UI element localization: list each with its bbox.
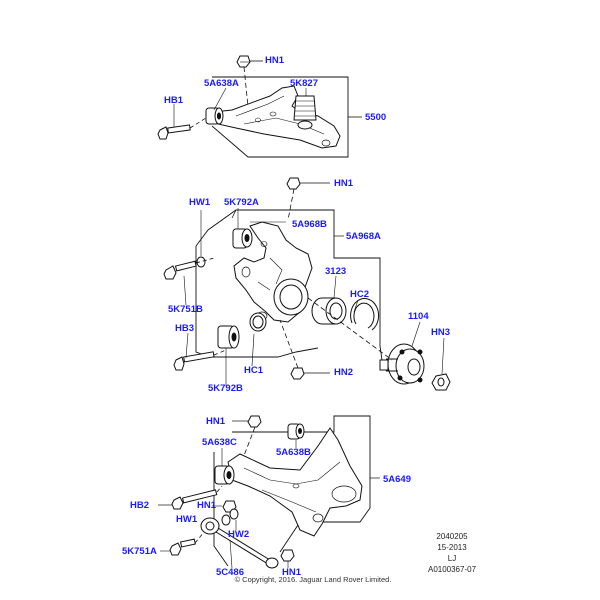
- callout-hb3[interactable]: HB3: [175, 323, 195, 334]
- circlip-hc2: [350, 298, 380, 331]
- bushing-5a638b: [287, 423, 305, 440]
- callout-5500[interactable]: 5500: [365, 112, 387, 123]
- callout-5a638c[interactable]: 5A638C: [202, 437, 237, 448]
- callout-hn2[interactable]: HN2: [334, 367, 354, 378]
- callout-3123[interactable]: 3123: [325, 266, 347, 277]
- bolt-hb1: [157, 124, 191, 140]
- callout-5k827[interactable]: 5K827: [290, 78, 318, 89]
- nut-hn1-bottom: [280, 549, 295, 562]
- nut-hn3: [431, 373, 451, 391]
- bolt-5k751b: [163, 260, 197, 280]
- bolt-hb2: [171, 489, 218, 510]
- group-bracket-5a968a: [195, 209, 383, 361]
- callout-hw1-mid[interactable]: HW1: [189, 197, 211, 208]
- callout-hw1-low[interactable]: HW1: [176, 514, 198, 525]
- bushing-5a638c: [214, 465, 235, 485]
- callout-hn1-bottom[interactable]: HN1: [282, 567, 302, 578]
- link-5c486: [200, 517, 279, 569]
- callout-hb1[interactable]: HB1: [164, 95, 184, 106]
- callout-5k751b[interactable]: 5K751B: [168, 304, 203, 315]
- callout-hn3[interactable]: HN3: [431, 327, 451, 338]
- washer-hw1-mid: [196, 256, 206, 268]
- callout-hn1-low2[interactable]: HN1: [197, 500, 217, 511]
- lower-arm-group: [158, 415, 380, 569]
- ref-line-3: LJ: [447, 554, 457, 563]
- callout-5c486[interactable]: 5C486: [216, 567, 244, 578]
- upper-arm-group: [157, 55, 362, 158]
- circlip-hc1: [249, 312, 267, 332]
- callout-5k792b[interactable]: 5K792B: [208, 383, 243, 394]
- callout-5a649[interactable]: 5A649: [383, 474, 411, 485]
- bolt-5k751a: [169, 538, 196, 556]
- callout-hb2[interactable]: HB2: [130, 500, 150, 511]
- callout-5k792a[interactable]: 5K792A: [224, 197, 259, 208]
- ref-line-4: A0100367-07: [427, 565, 477, 574]
- washer-hw2: [229, 508, 239, 520]
- callout-5a638a[interactable]: 5A638A: [204, 78, 239, 89]
- callout-5a968b[interactable]: 5A968B: [292, 219, 327, 230]
- nut-hn1-top: [236, 55, 251, 68]
- bushing-5a638a: [205, 107, 224, 125]
- bearing-3123: [311, 297, 347, 325]
- washer-hw1-low: [221, 514, 231, 526]
- callout-hc1[interactable]: HC1: [244, 365, 264, 376]
- ref-line-1: 2040205: [436, 532, 468, 541]
- callout-5k751a[interactable]: 5K751A: [122, 546, 157, 557]
- lower-control-arm-5a649: [227, 427, 363, 537]
- bushing-5k792a: [232, 228, 253, 249]
- bolt-hb3: [173, 351, 215, 371]
- upper-control-arm-5500: [213, 85, 341, 149]
- callout-5a968a[interactable]: 5A968A: [346, 231, 381, 242]
- callout-5a638b[interactable]: 5A638B: [276, 447, 311, 458]
- callout-hn1-top[interactable]: HN1: [265, 55, 285, 66]
- nut-hn2: [290, 367, 305, 380]
- nut-hn1-low: [247, 415, 262, 428]
- callout-hc2[interactable]: HC2: [350, 289, 370, 300]
- callout-hn1-low[interactable]: HN1: [206, 416, 226, 427]
- ref-line-2: 15-2013: [437, 543, 467, 552]
- callout-1104[interactable]: 1104: [408, 311, 429, 322]
- hub-1104: [379, 343, 425, 385]
- nut-hn1-mid: [286, 177, 301, 190]
- bump-stop-5k827: [293, 95, 317, 130]
- knuckle-group: [163, 177, 451, 391]
- copyright-notice: © Copyright, 2016. Jaguar Land Rover Lim…: [234, 575, 392, 584]
- callout-hw2[interactable]: HW2: [228, 529, 250, 540]
- callout-hn1-mid[interactable]: HN1: [334, 178, 354, 189]
- bushing-5k792b: [217, 325, 240, 349]
- group-bracket-5500: [211, 76, 349, 158]
